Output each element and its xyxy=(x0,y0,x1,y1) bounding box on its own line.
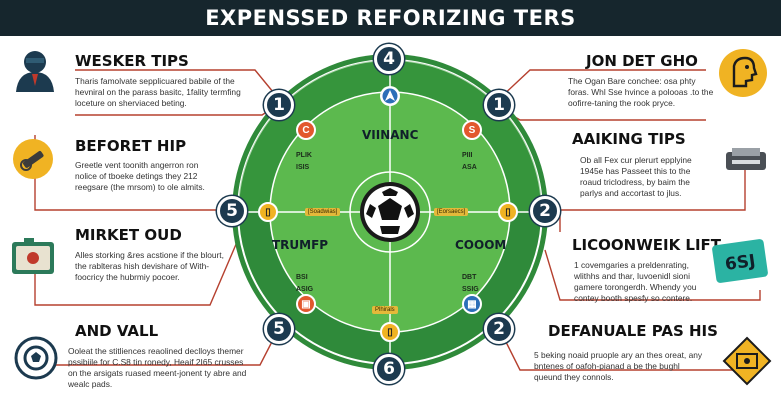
header-bar: EXPENSSED REFORIZING TERS xyxy=(0,0,781,36)
connector-right-3 xyxy=(544,249,761,301)
chip-left-top: C xyxy=(296,120,316,140)
mini-label-left-bottom-sub: ASIG xyxy=(296,286,314,293)
tip-left-1-heading: WESKER TIPS xyxy=(75,52,189,70)
badge-right-1: 1 xyxy=(484,90,514,120)
connector-left-1 xyxy=(75,69,279,99)
badge-bottom: 6 xyxy=(374,354,404,384)
soccer-ball-outline-icon xyxy=(14,336,58,380)
tip-left-1-text: Tharis famolvate sepplicuared babile of … xyxy=(75,76,241,108)
field-label-right: COOOM xyxy=(455,238,507,252)
direction-icon xyxy=(380,86,400,106)
phone-icon-left: ▯ xyxy=(258,202,278,222)
tip-left-3-text: Alles storking &res acstione if the blou… xyxy=(75,250,224,282)
tip-right-3-heading: LICOONWEIK LIFT xyxy=(572,236,722,254)
tip-left-4-text: Ooleat the stitliences reaolined declloy… xyxy=(68,346,247,389)
mini-label-right-bottom: DBT xyxy=(462,274,477,281)
phone-icon-right: ▯ xyxy=(498,202,518,222)
tip-right-2-heading: AAIKING TIPS xyxy=(572,130,686,148)
badge-left-1: 1 xyxy=(264,90,294,120)
badge-right-4: 2 xyxy=(484,314,514,344)
face-profile-icon xyxy=(718,48,768,98)
mini-label-left-top: PLIK xyxy=(296,152,312,159)
person-silhouette-icon xyxy=(12,46,58,92)
field-label-left: TRUMFP xyxy=(272,238,329,252)
center-circle xyxy=(349,171,431,253)
badge-left-2: 5 xyxy=(217,196,247,226)
printer-icon xyxy=(722,146,770,174)
page-title: EXPENSSED REFORIZING TERS xyxy=(205,6,576,30)
soccer-ball-icon xyxy=(360,182,420,242)
connector-right-1b xyxy=(499,107,706,121)
tip-left-2-heading: BEFORET HIP xyxy=(75,137,187,155)
warning-sign-icon xyxy=(722,336,772,386)
tip-right-4-text: 5 beking noaid pruople ary an thes oreat… xyxy=(534,350,703,382)
tip-right-2-text: Ob all Fex cur plerurt epplyine 1945e ha… xyxy=(580,155,692,198)
tip-left-3-heading: MIRKET OUD xyxy=(75,226,182,244)
grid-icon: ▦ xyxy=(462,294,482,314)
mini-label-right-bottom-sub: SSIG xyxy=(462,286,479,293)
tip-left-4-heading: AND VALL xyxy=(75,322,159,340)
connector-right-4 xyxy=(504,339,760,371)
tip-right-1-text: The Ogan Bare conchee: osa phty foras. W… xyxy=(568,76,714,108)
tip-right-4-heading: DEFANUALE PAS HIS xyxy=(548,322,718,340)
connector-right-1 xyxy=(499,69,706,99)
camera-icon xyxy=(10,236,56,276)
pencil-gear-icon xyxy=(12,138,54,180)
connector-right-2 xyxy=(560,160,746,211)
connector-left-3 xyxy=(34,234,241,306)
ticket-text: 6SJ xyxy=(724,251,757,275)
mini-label-right-top-sub: ASA xyxy=(462,164,477,171)
mini-label-left-top-sub: ISIS xyxy=(296,164,310,171)
badge-left-4: 5 xyxy=(264,314,294,344)
phone-icon-bottom: ▯ xyxy=(380,322,400,342)
mini-label-left-bottom: BSI xyxy=(296,274,308,281)
mini-label-right-top: PIII xyxy=(462,152,473,159)
badge-right-2: 2 xyxy=(530,196,560,226)
gift-icon: ▣ xyxy=(296,294,316,314)
tip-right-3-text: 1 covemgaries a preldenrating, wlithhs a… xyxy=(574,260,697,303)
ticket-icon: 6SJ xyxy=(712,238,768,284)
tag-bottom-mid: Plhirals xyxy=(372,306,398,314)
tag-right-mid: [Eorsaecs] xyxy=(434,208,469,216)
tip-left-2-text: Greetle vent toonith angerron ron nolice… xyxy=(75,160,205,192)
field-label-top: VIINANC xyxy=(362,128,419,142)
badge-top: 4 xyxy=(374,44,404,74)
tag-left-mid: [Soadwias] xyxy=(305,208,341,216)
tip-right-1-heading: JON DET GHO xyxy=(586,52,698,70)
chip-right-top: S xyxy=(462,120,482,140)
